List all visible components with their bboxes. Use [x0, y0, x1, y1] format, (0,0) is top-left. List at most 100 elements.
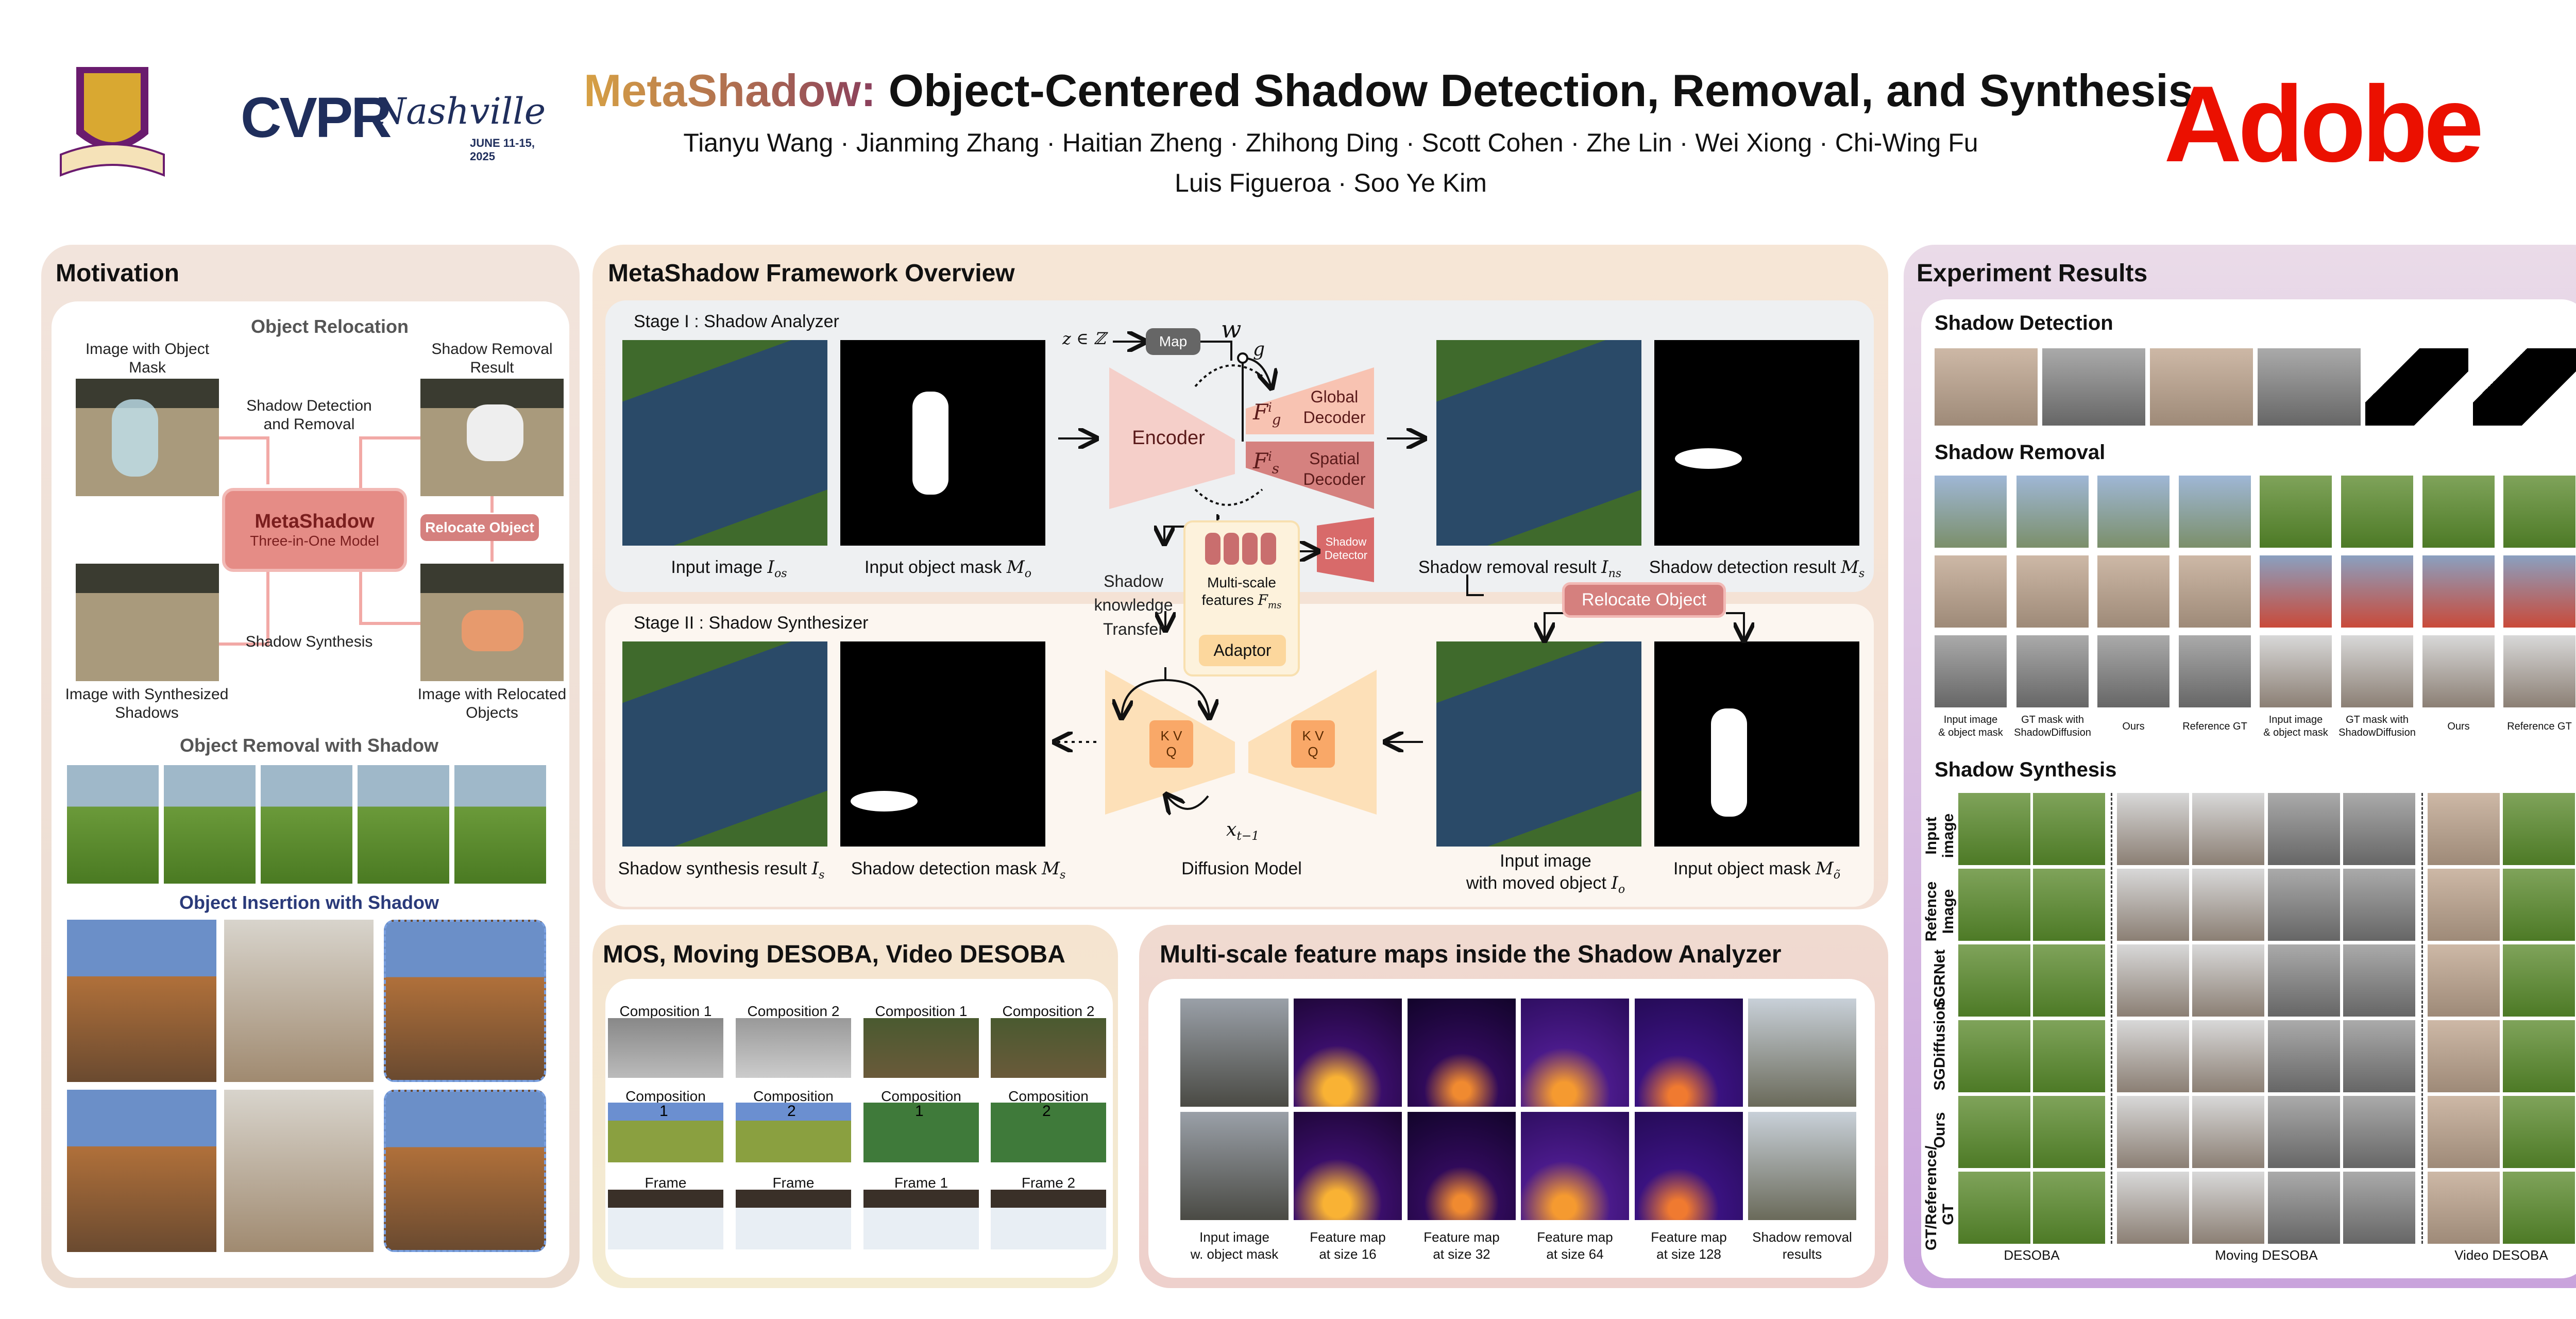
shadow-synthesis-result	[622, 641, 827, 847]
shadow-detection-image	[2473, 348, 2576, 426]
fg-label: Fig	[1253, 399, 1281, 428]
caption-line: Feature map	[1537, 1229, 1613, 1245]
spatial-decoder-label: Spatial Decoder	[1303, 449, 1366, 488]
shadow-removal-image	[2503, 555, 2575, 628]
shadow-removal-image	[2097, 555, 2170, 628]
caption-line: at size 16	[1319, 1246, 1377, 1262]
dataset-image	[608, 1190, 723, 1249]
dataset-label: Frame 1	[894, 1175, 948, 1191]
feature-bar	[1205, 533, 1221, 565]
label-text: Input image	[1500, 851, 1591, 871]
object-removal-title: Object Removal with Shadow	[179, 735, 439, 756]
dataset-image	[991, 1190, 1106, 1249]
composition-number: 1	[659, 1103, 668, 1120]
composition-number: 2	[787, 1103, 796, 1120]
shadow-synthesis-image	[2503, 1020, 2575, 1092]
fms-sub: ms	[1267, 600, 1282, 611]
model-sub: Three-in-One Model	[250, 533, 379, 549]
fg-symbol: F	[1253, 399, 1268, 425]
q-text: Q	[1308, 744, 1318, 759]
relocated-objects-image	[420, 564, 564, 681]
caption-line: Shadow removal	[1752, 1229, 1852, 1245]
shadow-synthesis-image	[2503, 1172, 2575, 1244]
input-image-moved	[1436, 641, 1641, 847]
feature-map-image	[1294, 999, 1402, 1107]
shadow-synthesis-image	[2192, 1172, 2264, 1244]
object-removal-image	[358, 765, 449, 884]
adobe-logo: Adobe	[2164, 63, 2484, 184]
shadow-detection-title: Shadow Detection	[1935, 312, 2113, 334]
relocate-object-button[interactable]: Relocate Object	[420, 514, 539, 541]
shadow-synthesis-image	[2268, 1096, 2340, 1168]
object-removal-image	[67, 765, 159, 884]
shadow-detection-image	[2150, 348, 2253, 426]
shadow-removal-image	[2179, 476, 2251, 548]
panel-title: MOS, Moving DESOBA, Video DESOBA	[603, 941, 1065, 968]
knowledge-transfer-label: Shadow knowledge Transfer	[1094, 572, 1173, 638]
shadow-synthesis-image	[2117, 1020, 2189, 1092]
shadow-removal-image	[1935, 635, 2007, 707]
shadow-synthesis-image	[2503, 869, 2575, 941]
composition-number: 2	[1042, 1103, 1051, 1120]
input-image	[622, 340, 827, 546]
image-with-object-mask	[76, 379, 219, 496]
shadow-removal-image	[2016, 555, 2089, 628]
fs-label: Fis	[1253, 448, 1279, 477]
kv-text: K V	[1302, 728, 1324, 743]
shadow-synthesis-image	[2343, 1172, 2415, 1244]
fg-sub: g	[1272, 412, 1281, 428]
cuhk-logo	[56, 62, 168, 185]
encoder-label: Encoder	[1132, 427, 1205, 449]
label-diffusion-model: Diffusion Model	[1181, 859, 1302, 878]
dataset-image	[991, 1018, 1106, 1078]
feature-bar	[1242, 533, 1258, 565]
feature-map-image	[1408, 1112, 1516, 1220]
group-divider	[2111, 793, 2112, 1244]
object-removal-image	[454, 765, 546, 884]
shadow-synthesis-image	[2117, 793, 2189, 865]
caption-line: Feature map	[1310, 1229, 1386, 1245]
object-relocation-label: Object Relocation	[250, 316, 409, 337]
dataset-label: Composition	[753, 1088, 834, 1104]
relocate-object-box[interactable]: Relocate Object	[1562, 582, 1726, 618]
synth-result-label: Image with Synthesized Shadows	[65, 686, 229, 721]
label-math: I	[811, 858, 819, 879]
dataset-image	[863, 1018, 979, 1078]
dataset-image	[736, 1018, 851, 1078]
feature-map-image	[1180, 1112, 1289, 1220]
label-detection-result: Shadow detection result Ms	[1638, 556, 1875, 581]
synthesis-row-label: Refence Image	[1923, 881, 1957, 942]
dataset-label: Frame 2	[1021, 1175, 1076, 1191]
label-text: Shadow detection mask	[851, 859, 1037, 878]
shadow-synthesis-image	[2117, 869, 2189, 941]
caption-line: Feature map	[1651, 1229, 1727, 1245]
shadow-removal-result	[1436, 340, 1641, 546]
object-removal-image	[164, 765, 256, 884]
caption-line: results	[1782, 1246, 1822, 1262]
label-synthesis-result: Shadow synthesis result Is	[608, 858, 835, 882]
feature-bar	[1261, 533, 1276, 565]
caption-line: Input image	[2268, 714, 2323, 725]
caption-line: Feature map	[1423, 1229, 1500, 1245]
shadow-detection-image	[2365, 348, 2468, 426]
shadow-synthesis-image	[2033, 1020, 2105, 1092]
shadow-synthesis-image	[2033, 793, 2105, 865]
dataset-label: Composition	[1008, 1088, 1089, 1104]
shadow-removal-image	[2341, 476, 2413, 548]
object-insertion-title: Object Insertion with Shadow	[179, 892, 439, 913]
label-text: Input object mask	[1673, 859, 1811, 878]
fms-symbol: F	[1258, 591, 1268, 608]
synthesis-label: Shadow Synthesis	[245, 633, 373, 650]
label-text: Input image	[671, 557, 763, 577]
shadow-removal-image	[2503, 476, 2575, 548]
dataset-label: Composition 2	[747, 1003, 840, 1019]
adaptor-box: Adaptor	[1199, 635, 1286, 666]
shadow-removal-image	[2341, 635, 2413, 707]
shadow-synthesis-image	[2343, 869, 2415, 941]
dataset-label: Frame	[645, 1175, 687, 1191]
synthesis-group-label: DESOBA	[2004, 1247, 2060, 1263]
shadow-removal-image	[2422, 555, 2495, 628]
shadow-detection-result	[1654, 340, 1859, 546]
